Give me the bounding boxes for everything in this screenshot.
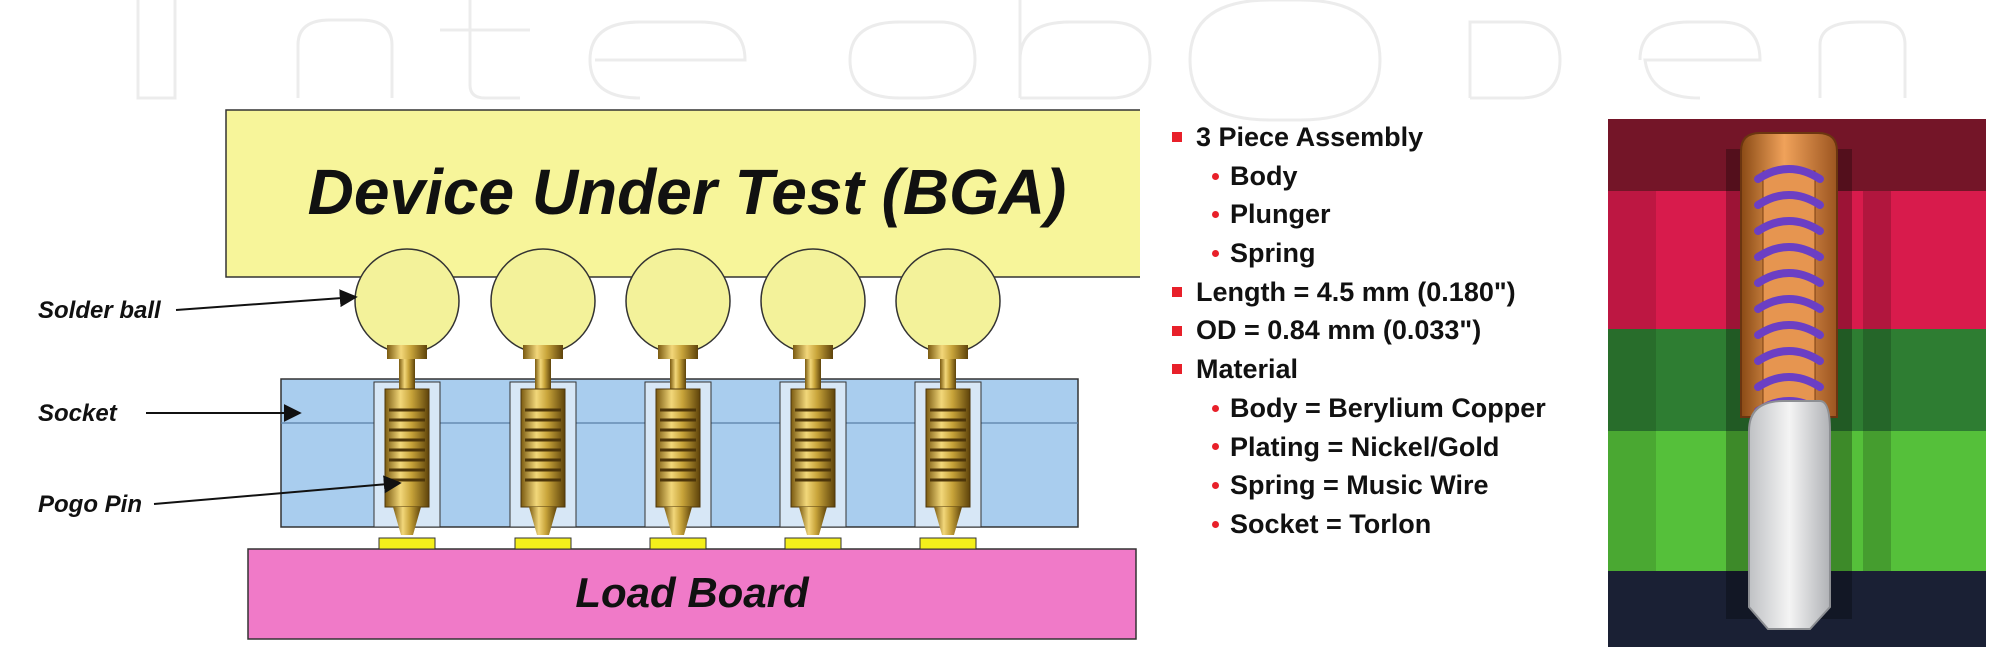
- red-dot-bullet-icon: [1212, 172, 1219, 180]
- render-spring: [1754, 165, 1824, 415]
- spec-sub-item: Body: [1172, 157, 1632, 196]
- red-square-bullet-icon: [1172, 325, 1182, 336]
- spec-sub-item: Plunger: [1172, 195, 1632, 234]
- pogo-pin-cross-section: Device Under Test (BGA) Load Board Solde…: [38, 109, 1140, 640]
- pogo-pin: [625, 248, 731, 550]
- callout-pogo-pin: Pogo Pin: [38, 491, 142, 518]
- red-dot-bullet-icon: [1212, 482, 1219, 490]
- callout-socket: Socket: [38, 400, 118, 427]
- spec-sub-item: Body = Berylium Copper: [1172, 389, 1632, 428]
- load-board: [247, 548, 1137, 640]
- solder-ball: [490, 248, 596, 354]
- callout-solder-ball: Solder ball: [38, 297, 162, 324]
- pogo-pin: [490, 248, 596, 550]
- callout-arrow-pogo-pin: [153, 475, 402, 505]
- solder-ball: [760, 248, 866, 354]
- spec-sub-item: Spring: [1172, 234, 1632, 273]
- red-dot-bullet-icon: [1212, 249, 1219, 257]
- pogo-pin: [354, 248, 460, 550]
- spec-length: Length = 4.5 mm (0.180"): [1172, 273, 1632, 312]
- dut-label: Device Under Test (BGA): [308, 156, 1067, 228]
- pogo-pin-3d-render: [1608, 119, 1986, 647]
- spec-od: OD = 0.84 mm (0.033"): [1172, 311, 1632, 350]
- red-square-bullet-icon: [1172, 132, 1182, 143]
- watermark-outline: [136, 0, 1907, 122]
- callout-arrow-solder-ball: [175, 289, 358, 311]
- spec-material: Material: [1172, 350, 1632, 389]
- pogo-pin: [895, 248, 1001, 550]
- red-dot-bullet-icon: [1212, 211, 1219, 219]
- spec-assembly: 3 Piece Assembly: [1172, 118, 1632, 157]
- red-square-bullet-icon: [1172, 364, 1182, 375]
- red-dot-bullet-icon: [1212, 520, 1219, 528]
- solder-ball: [625, 248, 731, 354]
- red-dot-bullet-icon: [1212, 404, 1219, 412]
- pogo-pin: [760, 248, 866, 550]
- red-square-bullet-icon: [1172, 287, 1182, 298]
- solder-ball: [354, 248, 460, 354]
- spec-list: 3 Piece Assembly Body Plunger Spring Len…: [1172, 118, 1632, 544]
- spec-sub-item: Plating = Nickel/Gold: [1172, 428, 1632, 467]
- solder-ball: [895, 248, 1001, 354]
- red-dot-bullet-icon: [1212, 443, 1219, 451]
- spec-sub-item: Socket = Torlon: [1172, 505, 1632, 544]
- spec-sub-item: Spring = Music Wire: [1172, 466, 1632, 505]
- render-plunger: [1748, 400, 1831, 630]
- load-board-label: Load Board: [575, 569, 810, 616]
